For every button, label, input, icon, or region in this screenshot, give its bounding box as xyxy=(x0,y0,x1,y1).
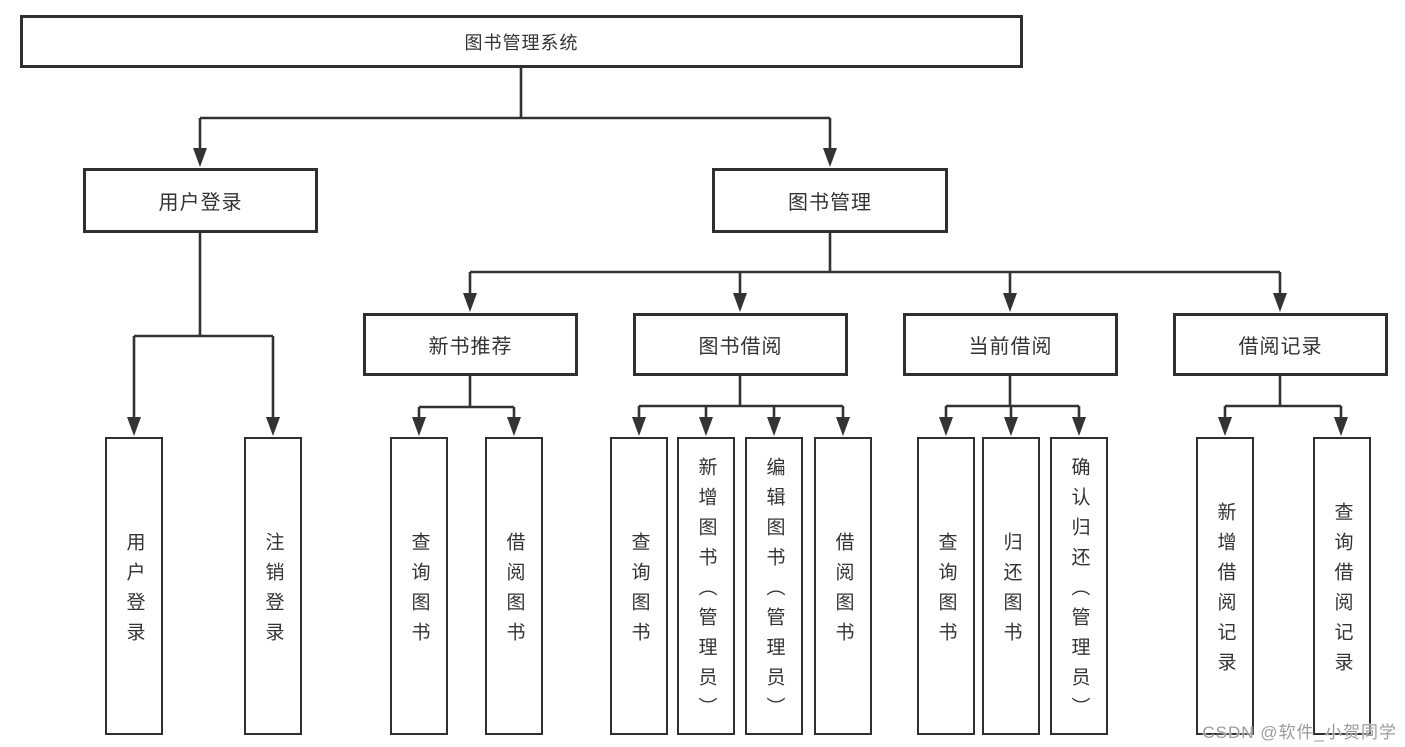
node-label: 图书借阅 xyxy=(698,336,783,358)
node-label: 用户登录 xyxy=(123,531,145,652)
csdn-watermark: CSDN @软件_小贺同学 xyxy=(1202,723,1397,742)
leaf-logout: 注销登录 xyxy=(244,437,302,735)
node-book-management-branch: 图书管理 xyxy=(712,168,948,233)
node-user-login-branch: 用户登录 xyxy=(83,168,318,233)
leaf-user-login: 用户登录 xyxy=(105,437,163,735)
node-label: 编辑图书（管理员） xyxy=(763,456,785,727)
node-label: 确认归还（管理员） xyxy=(1068,456,1090,727)
leaf-borrow-books-2: 借阅图书 xyxy=(814,437,872,735)
node-label: 用户登录 xyxy=(158,192,243,214)
node-label: 新增借阅记录 xyxy=(1214,501,1236,682)
leaf-query-books-3: 查询图书 xyxy=(917,437,975,735)
leaf-return-books: 归还图书 xyxy=(982,437,1040,735)
leaf-borrow-books-1: 借阅图书 xyxy=(485,437,543,735)
node-label: 借阅记录 xyxy=(1238,336,1323,358)
node-label: 借阅图书 xyxy=(832,531,854,652)
node-label: 查询图书 xyxy=(408,531,430,652)
node-label: 查询借阅记录 xyxy=(1331,501,1353,682)
node-label: 新书推荐 xyxy=(428,336,513,358)
leaf-add-books-admin: 新增图书（管理员） xyxy=(677,437,735,735)
leaf-edit-books-admin: 编辑图书（管理员） xyxy=(745,437,803,735)
leaf-query-borrow-record: 查询借阅记录 xyxy=(1313,437,1371,735)
node-label: 借阅图书 xyxy=(503,531,525,652)
node-label: 查询图书 xyxy=(935,531,957,652)
node-label: 图书管理系统 xyxy=(464,32,579,53)
node-label: 当前借阅 xyxy=(968,336,1053,358)
leaf-confirm-return-admin: 确认归还（管理员） xyxy=(1050,437,1108,735)
node-label: 新增图书（管理员） xyxy=(695,456,717,727)
node-book-borrow: 图书借阅 xyxy=(633,313,848,376)
node-label: 归还图书 xyxy=(1000,531,1022,652)
node-label: 查询图书 xyxy=(628,531,650,652)
node-current-borrow: 当前借阅 xyxy=(903,313,1118,376)
node-new-book-recommend: 新书推荐 xyxy=(363,313,578,376)
node-label: 注销登录 xyxy=(262,531,284,652)
node-system-root: 图书管理系统 xyxy=(20,15,1023,68)
node-borrow-records: 借阅记录 xyxy=(1173,313,1388,376)
node-label: 图书管理 xyxy=(788,192,872,214)
leaf-add-borrow-record: 新增借阅记录 xyxy=(1196,437,1254,735)
arrowheads xyxy=(127,148,1348,436)
leaf-query-books-1: 查询图书 xyxy=(390,437,448,735)
leaf-query-books-2: 查询图书 xyxy=(610,437,668,735)
